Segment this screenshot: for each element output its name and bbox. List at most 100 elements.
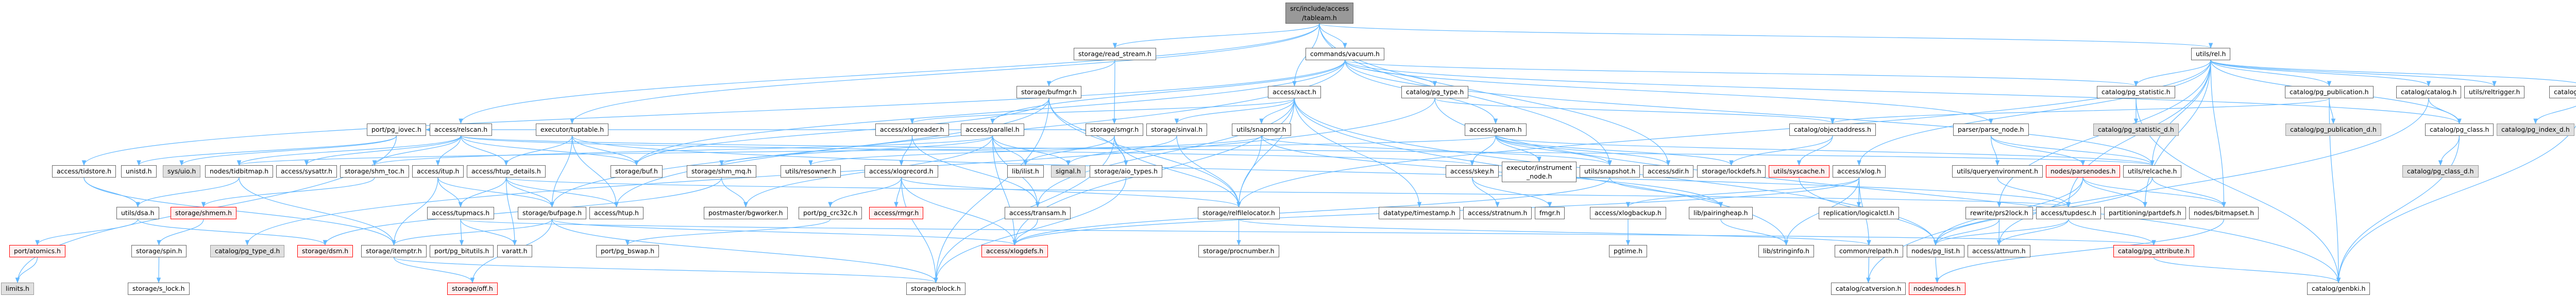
node-relfilelocator[interactable]: storage/relfilelocator.h — [1198, 207, 1280, 219]
node-pg-publication-d[interactable]: catalog/pg_publication_d.h — [2285, 124, 2381, 136]
node-xlogdefs[interactable]: access/xlogdefs.h — [981, 245, 1048, 257]
node-varatt[interactable]: varatt.h — [497, 245, 532, 257]
node-pg-crc32c[interactable]: port/pg_crc32c.h — [799, 207, 862, 219]
node-timestamp[interactable]: datatype/timestamp.h — [1379, 207, 1460, 219]
node-relpath[interactable]: common/relpath.h — [1835, 245, 1903, 257]
node-limits[interactable]: limits.h — [1, 283, 34, 295]
node-vacuum[interactable]: commands/vacuum.h — [1306, 48, 1384, 60]
node-pg-index-d[interactable]: catalog/pg_index_d.h — [2497, 124, 2574, 136]
node-syscache[interactable]: utils/syscache.h — [1769, 165, 1829, 178]
node-xlog[interactable]: access/xlog.h — [1833, 165, 1886, 178]
node-unistd[interactable]: unistd.h — [121, 165, 157, 178]
node-snapshot[interactable]: utils/snapshot.h — [1580, 165, 1640, 178]
node-procnumber[interactable]: storage/procnumber.h — [1198, 245, 1279, 257]
node-genbki[interactable]: catalog/genbki.h — [2307, 283, 2370, 295]
node-dsa[interactable]: utils/dsa.h — [116, 207, 159, 219]
node-buf[interactable]: storage/buf.h — [611, 165, 663, 178]
node-htup-details[interactable]: access/htup_details.h — [467, 165, 546, 178]
node-shm-toc[interactable]: storage/shm_toc.h — [340, 165, 409, 178]
node-smgr[interactable]: storage/smgr.h — [1086, 124, 1144, 136]
edge-bitmapset-to-nodes — [1935, 219, 2225, 284]
node-pg-statistic[interactable]: catalog/pg_statistic.h — [2097, 86, 2175, 98]
node-rel[interactable]: utils/rel.h — [2191, 48, 2231, 60]
node-xact[interactable]: access/xact.h — [1268, 86, 1321, 98]
node-pairingheap[interactable]: lib/pairingheap.h — [1689, 207, 1753, 219]
node-pg-type[interactable]: catalog/pg_type.h — [1401, 86, 1469, 98]
node-dsm[interactable]: storage/dsm.h — [297, 245, 353, 257]
node-catalog[interactable]: catalog/catalog.h — [2396, 86, 2462, 98]
node-pg-index[interactable]: catalog/pg_index.h — [2549, 86, 2576, 98]
node-logicalctl[interactable]: replication/logicalctl.h — [1819, 207, 1899, 219]
node-s-lock[interactable]: storage/s_lock.h — [128, 283, 190, 295]
node-bgworker[interactable]: postmaster/bgworker.h — [704, 207, 788, 219]
node-sdir[interactable]: access/sdir.h — [1643, 165, 1694, 178]
node-off[interactable]: storage/off.h — [447, 283, 498, 295]
node-read-stream[interactable]: storage/read_stream.h — [1074, 48, 1156, 60]
node-pg-type-d[interactable]: catalog/pg_type_d.h — [210, 245, 285, 257]
node-queryenvironment[interactable]: utils/queryenvironment.h — [1952, 165, 2043, 178]
node-tidbitmap[interactable]: nodes/tidbitmap.h — [205, 165, 274, 178]
node-relcache[interactable]: utils/relcache.h — [2123, 165, 2182, 178]
node-nodes[interactable]: nodes/nodes.h — [1909, 283, 1965, 295]
node-itup[interactable]: access/itup.h — [412, 165, 464, 178]
node-transam[interactable]: access/transam.h — [1005, 207, 1071, 219]
node-itemptr[interactable]: storage/itemptr.h — [361, 245, 427, 257]
node-pg-bitutils[interactable]: port/pg_bitutils.h — [430, 245, 494, 257]
node-pg-statistic-d[interactable]: catalog/pg_statistic_d.h — [2093, 124, 2179, 136]
node-shm-mq[interactable]: storage/shm_mq.h — [687, 165, 756, 178]
node-lockdefs[interactable]: storage/lockdefs.h — [1697, 165, 1766, 178]
node-pg-publication[interactable]: catalog/pg_publication.h — [2285, 86, 2374, 98]
node-pg-bswap[interactable]: port/pg_bswap.h — [596, 245, 659, 257]
node-tidstore[interactable]: access/tidstore.h — [52, 165, 116, 178]
node-tupmacs[interactable]: access/tupmacs.h — [427, 207, 495, 219]
edge-htup_details-to-bufpage — [505, 177, 554, 208]
node-sinval[interactable]: storage/sinval.h — [1146, 124, 1208, 136]
node-spin[interactable]: storage/spin.h — [131, 245, 187, 257]
node-catversion[interactable]: catalog/catversion.h — [1831, 283, 1906, 295]
node-pg-attribute[interactable]: catalog/pg_attribute.h — [2113, 245, 2194, 257]
node-block[interactable]: storage/block.h — [906, 283, 965, 295]
node-atomics[interactable]: port/atomics.h — [9, 245, 65, 257]
node-sys-uio[interactable]: sys/uio.h — [163, 165, 201, 178]
node-attnum[interactable]: access/attnum.h — [1968, 245, 2030, 257]
edge-xlogrecord-to-relfilelocator — [901, 177, 1241, 208]
node-instrument-node[interactable]: executor/instrument_node.h — [1502, 162, 1577, 182]
node-signal[interactable]: signal.h — [1051, 165, 1086, 178]
node-pg-class[interactable]: catalog/pg_class.h — [2425, 124, 2494, 136]
node-pg-iovec[interactable]: port/pg_iovec.h — [367, 124, 426, 136]
node-partdefs[interactable]: partitioning/partdefs.h — [2104, 207, 2186, 219]
node-reltrigger[interactable]: utils/reltrigger.h — [2464, 86, 2525, 98]
node-rmgr[interactable]: access/rmgr.h — [869, 207, 924, 219]
edge-root-to-sdir — [1319, 23, 1671, 166]
node-bufmgr[interactable]: storage/bufmgr.h — [1016, 86, 1081, 98]
node-stratnum[interactable]: access/stratnum.h — [1463, 207, 1532, 219]
node-pg-list[interactable]: nodes/pg_list.h — [1907, 245, 1965, 257]
node-snapmgr[interactable]: utils/snapmgr.h — [1232, 124, 1291, 136]
node-ilist[interactable]: lib/ilist.h — [1007, 165, 1044, 178]
edge-tidbitmap-to-dsa — [135, 177, 240, 208]
node-prs2lock[interactable]: rewrite/prs2lock.h — [1965, 207, 2033, 219]
node-skey[interactable]: access/skey.h — [1446, 165, 1499, 178]
node-fmgr[interactable]: fmgr.h — [1535, 207, 1565, 219]
node-shmem[interactable]: storage/shmem.h — [171, 207, 237, 219]
node-bitmapset[interactable]: nodes/bitmapset.h — [2189, 207, 2259, 219]
node-tuptable[interactable]: executor/tuptable.h — [536, 124, 609, 136]
node-tupdesc[interactable]: access/tupdesc.h — [2036, 207, 2101, 219]
node-aio-types[interactable]: storage/aio_types.h — [1090, 165, 1163, 178]
node-objectaddress[interactable]: catalog/objectaddress.h — [1789, 124, 1876, 136]
node-xlogreader[interactable]: access/xlogreader.h — [875, 124, 949, 136]
node-sysattr[interactable]: access/sysattr.h — [276, 165, 337, 178]
node-parallel[interactable]: access/parallel.h — [961, 124, 1024, 136]
node-resowner[interactable]: utils/resowner.h — [781, 165, 841, 178]
node-relscan[interactable]: access/relscan.h — [430, 124, 493, 136]
node-pg-class-d[interactable]: catalog/pg_class_d.h — [2402, 165, 2479, 178]
node-bufpage[interactable]: storage/bufpage.h — [518, 207, 587, 219]
node-htup[interactable]: access/htup.h — [589, 207, 643, 219]
node-parsenodes[interactable]: nodes/parsenodes.h — [2046, 165, 2121, 178]
node-parse-node[interactable]: parser/parse_node.h — [1953, 124, 2029, 136]
node-xlogrecord[interactable]: access/xlogrecord.h — [865, 165, 938, 178]
node-genam[interactable]: access/genam.h — [1465, 124, 1527, 136]
node-stringinfo[interactable]: lib/stringinfo.h — [1758, 245, 1815, 257]
node-xlogbackup[interactable]: access/xlogbackup.h — [1590, 207, 1666, 219]
node-pgtime[interactable]: pgtime.h — [1609, 245, 1648, 257]
